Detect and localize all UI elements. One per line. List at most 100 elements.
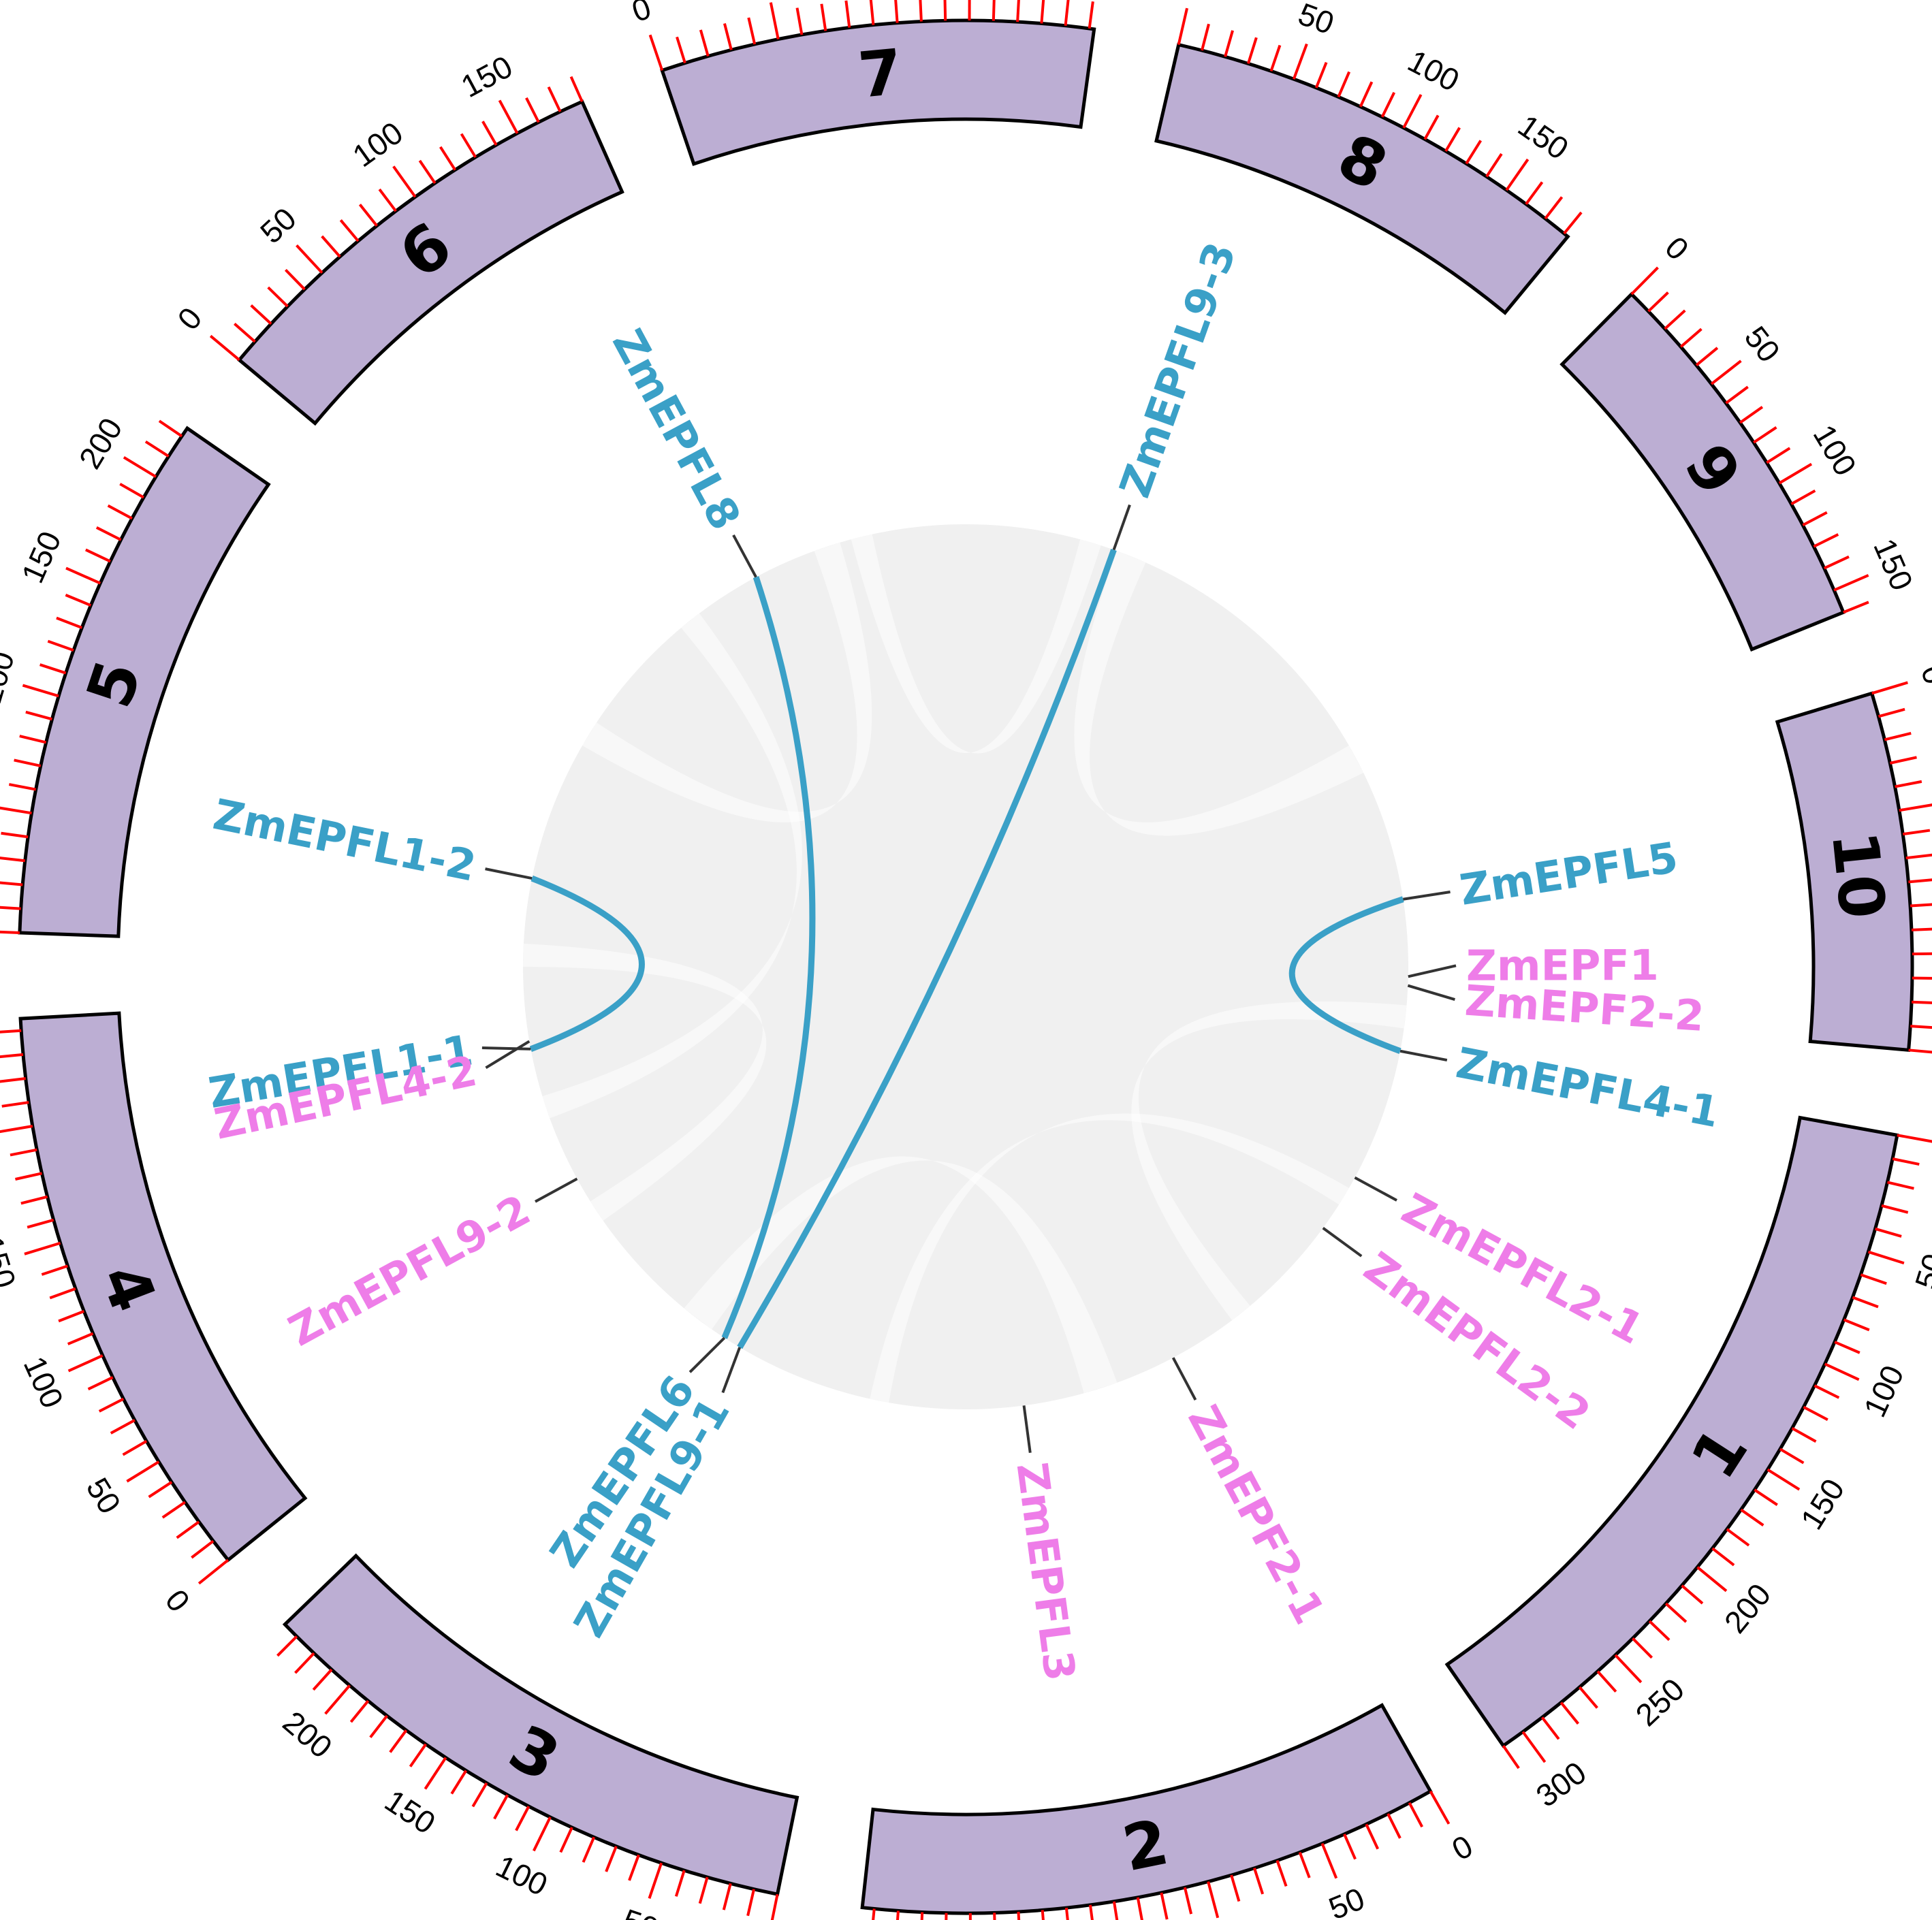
tick-mark <box>1578 1686 1598 1709</box>
tick-mark <box>0 881 23 886</box>
chromosome-7[interactable] <box>660 18 1096 166</box>
tick-mark <box>20 1195 48 1205</box>
tick-mark <box>56 616 82 629</box>
tick-mark <box>84 548 111 563</box>
chromosome-10[interactable] <box>1775 691 1914 1053</box>
tick-mark <box>250 304 272 325</box>
tick-mark <box>324 1684 351 1715</box>
tick-mark <box>1485 153 1503 178</box>
tick-mark <box>1 831 29 839</box>
tick-mark <box>698 1876 709 1904</box>
gene-label-ZmEPFL8: ZmEPFL8 <box>603 321 750 537</box>
tick-label: 150 <box>1867 533 1920 595</box>
tick-mark <box>98 1397 125 1413</box>
tick-mark <box>1910 903 1932 908</box>
tick-mark <box>0 806 32 815</box>
tick-mark <box>945 1913 948 1920</box>
leader-line <box>1407 984 1455 1001</box>
tick-label: 0 <box>1658 229 1696 267</box>
chromosome-4[interactable] <box>18 1011 308 1563</box>
tick-label: 150 <box>1512 108 1575 167</box>
tick-mark <box>1525 181 1544 205</box>
gene-label-ZmEPFL3: ZmEPFL3 <box>1007 1460 1086 1684</box>
chromosome-6[interactable] <box>236 99 624 426</box>
tick-mark <box>1040 0 1045 24</box>
tick-mark <box>746 1889 755 1917</box>
tick-mark <box>10 1148 37 1157</box>
tick-mark <box>1679 327 1703 348</box>
leader-line <box>721 1347 742 1394</box>
tick-mark <box>1136 1897 1143 1920</box>
tick-mark <box>1740 1508 1764 1526</box>
tick-mark <box>1739 406 1764 424</box>
tick-mark <box>674 1870 686 1897</box>
tick-mark <box>628 1854 640 1881</box>
gene-label-ZmEPFL4-1: ZmEPFL4-1 <box>1453 1038 1724 1137</box>
tick-mark <box>1423 114 1440 140</box>
tick-mark <box>1884 731 1912 741</box>
tick-mark <box>267 286 289 308</box>
tick-mark <box>158 419 183 438</box>
chromosome-5[interactable] <box>18 426 271 938</box>
tick-mark <box>1778 462 1813 485</box>
tick-mark <box>1664 309 1686 330</box>
tick-mark <box>1521 1731 1547 1763</box>
tick-mark <box>820 3 827 31</box>
tick-label: 100 <box>1806 419 1863 482</box>
tick-mark <box>358 204 378 227</box>
tick-mark <box>27 1218 54 1229</box>
tick-mark <box>1630 266 1659 295</box>
chromosome-3[interactable] <box>282 1553 799 1897</box>
gene-label-ZmEPFL9-2: ZmEPFL9-2 <box>281 1185 538 1356</box>
tick-mark <box>148 1481 173 1499</box>
synteny-disc <box>523 524 1408 1409</box>
tick-mark <box>1160 1892 1169 1920</box>
tick-mark <box>197 1558 229 1585</box>
tick-mark <box>276 1635 298 1657</box>
leader-line <box>481 1046 531 1051</box>
tick-mark <box>1112 1901 1119 1920</box>
duplication-links <box>529 548 1404 1349</box>
tick-mark <box>1230 1874 1241 1902</box>
tick-mark <box>418 159 437 185</box>
gene-label-ZmEPF2-2: ZmEPF2-2 <box>1463 976 1706 1041</box>
tick-label: 150 <box>1794 1473 1852 1536</box>
tick-mark <box>1563 211 1583 235</box>
tick-label: 150 <box>379 1782 442 1841</box>
leader-line <box>1171 1357 1197 1401</box>
tick-mark <box>1647 291 1669 313</box>
tick-mark <box>1766 447 1791 464</box>
tick-mark <box>722 1883 732 1910</box>
tick-mark <box>1064 1907 1069 1920</box>
chromosome-label-10: 10 <box>1818 828 1899 922</box>
tick-mark <box>312 1668 333 1691</box>
tick-mark <box>47 639 74 652</box>
chromosome-8[interactable] <box>1154 42 1570 315</box>
tick-mark <box>0 857 25 863</box>
tick-label: 100 <box>0 647 21 707</box>
tick-mark <box>1017 1911 1021 1920</box>
tick-label: 50 <box>1738 319 1787 368</box>
tick-mark <box>1207 1881 1220 1919</box>
tick-mark <box>95 526 122 541</box>
tick-label: 150 <box>14 526 68 588</box>
tick-mark <box>1614 1654 1643 1684</box>
tick-mark <box>1908 1049 1932 1054</box>
chromosome-9[interactable] <box>1559 291 1846 652</box>
tick-mark <box>0 1077 26 1083</box>
tick-mark <box>209 334 240 362</box>
synteny-ribbon-gap <box>851 534 1101 754</box>
chromosome-label-7: 7 <box>855 35 906 112</box>
tick-mark <box>126 1460 160 1483</box>
tick-mark <box>525 97 540 123</box>
chromosome-1[interactable] <box>1444 1115 1899 1748</box>
tick-mark <box>582 1836 596 1863</box>
tick-mark <box>41 1264 68 1276</box>
chromosome-2[interactable] <box>860 1703 1433 1915</box>
tick-mark <box>1648 1620 1670 1642</box>
tick-label: 200 <box>1717 1577 1778 1639</box>
tick-label: 0 <box>627 0 655 29</box>
tick-mark <box>1897 1134 1932 1143</box>
